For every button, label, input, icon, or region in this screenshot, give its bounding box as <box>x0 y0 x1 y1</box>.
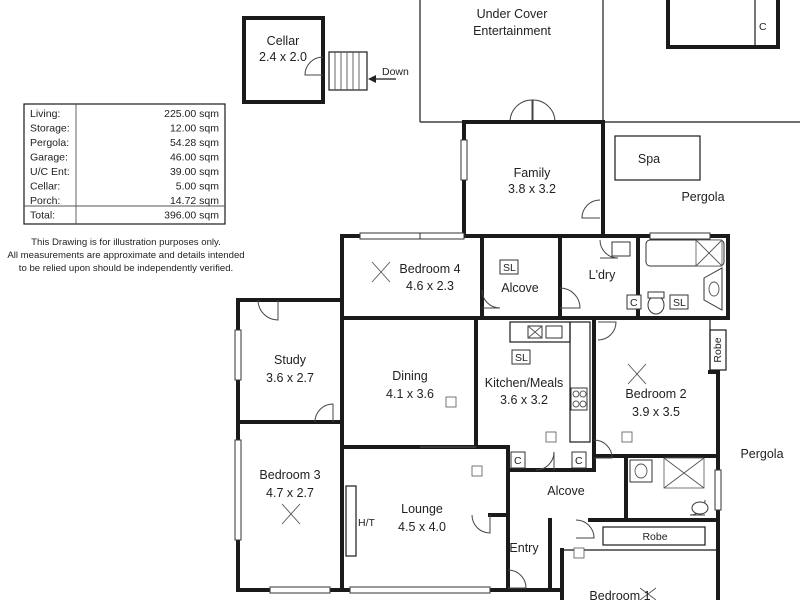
c-label-alcove-1: C <box>514 455 522 467</box>
area-label: U/C Ent: <box>30 166 70 178</box>
vanity <box>703 267 723 311</box>
sl-label-alcove: SL <box>503 262 516 274</box>
down-arrow-head <box>368 75 376 83</box>
under-cover-entertainment: Under Cover Entertainment <box>419 0 604 123</box>
vents <box>445 396 633 559</box>
kitchen-size: 3.6 x 3.2 <box>500 393 548 407</box>
area-value: 39.00 sqm <box>170 166 219 178</box>
bedroom2-size: 3.9 x 3.5 <box>632 405 680 419</box>
kitchen-name: Kitchen/Meals <box>485 376 564 390</box>
lounge-name: Lounge <box>401 502 443 516</box>
dining-size: 4.1 x 3.6 <box>386 387 434 401</box>
garage-corner: C <box>666 0 780 49</box>
area-label: Living: <box>30 108 60 120</box>
area-table-border <box>23 103 226 225</box>
ceiling-fans <box>281 261 657 600</box>
switch-labels: SL SL SL C C C <box>499 259 689 469</box>
heater-label: H/T <box>358 517 376 529</box>
ucent-label-2: Entertainment <box>473 24 551 38</box>
study-name: Study <box>274 353 307 367</box>
garage-cupboard-label: C <box>759 21 767 33</box>
french-door-left <box>509 99 533 123</box>
laundry-label: L'dry <box>589 268 616 282</box>
area-value: 54.28 sqm <box>170 137 219 149</box>
trough <box>611 241 631 257</box>
toilet-2 <box>629 459 653 483</box>
study-size: 3.6 x 2.7 <box>266 371 314 385</box>
robe-b1-label: Robe <box>642 531 667 543</box>
c-label-laundry: C <box>630 297 638 309</box>
cellar-name: Cellar <box>267 34 300 48</box>
doors <box>257 199 706 589</box>
bedroom3-name: Bedroom 3 <box>259 468 320 482</box>
disclaimer-line-2: All measurements are approximate and det… <box>7 250 244 261</box>
bedroom1-label: Bedroom 1 <box>589 589 650 600</box>
alcove-top-label: Alcove <box>501 281 539 295</box>
robe-b1-box <box>602 526 706 546</box>
disclaimer: This Drawing is for illustration purpose… <box>7 237 244 274</box>
robe-side-box <box>709 329 727 371</box>
area-value: 396.00 sqm <box>164 210 219 222</box>
lounge-size: 4.5 x 4.0 <box>398 520 446 534</box>
cellar-stairs <box>328 51 368 91</box>
area-value: 5.00 sqm <box>176 181 219 193</box>
down-label: Down <box>382 66 409 78</box>
bathroom-fixtures <box>602 239 727 546</box>
pergola-top-label: Pergola <box>681 190 724 204</box>
bedroom2-name: Bedroom 2 <box>625 387 686 401</box>
disclaimer-line-3: to be relied upon should be independentl… <box>19 263 233 274</box>
spa <box>614 135 701 181</box>
basin <box>691 501 709 515</box>
entry-label: Entry <box>509 541 539 555</box>
sl-label-laundry: SL <box>673 297 686 309</box>
robe-side-label: Robe <box>712 337 724 362</box>
area-label: Pergola: <box>30 137 69 149</box>
dining-name: Dining <box>392 369 427 383</box>
ucent-label-1: Under Cover <box>477 7 548 21</box>
area-label: Porch: <box>30 195 60 207</box>
c-label-alcove-2: C <box>575 455 583 467</box>
disclaimer-line-1: This Drawing is for illustration purpose… <box>31 237 221 248</box>
house-walls <box>236 120 730 600</box>
cellar: Cellar 2.4 x 2.0 Down <box>242 16 409 104</box>
area-label: Storage: <box>30 123 70 135</box>
area-value: 14.72 sqm <box>170 195 219 207</box>
bedroom4-name: Bedroom 4 <box>399 262 460 276</box>
area-label: Garage: <box>30 152 68 164</box>
french-door-right <box>532 99 556 123</box>
area-value: 225.00 sqm <box>164 108 219 120</box>
sl-label-kitchen: SL <box>515 352 528 364</box>
area-value: 12.00 sqm <box>170 123 219 135</box>
pergola-right-label: Pergola <box>740 447 783 461</box>
alcove-mid-label: Alcove <box>547 484 585 498</box>
toilet <box>647 295 665 315</box>
area-label: Total: <box>30 210 55 222</box>
fireplace <box>345 485 357 557</box>
spa-label: Spa <box>638 152 660 166</box>
room-labels: Family 3.8 x 3.2 Bedroom 4 4.6 x 2.3 Alc… <box>259 166 724 600</box>
family-name: Family <box>514 166 552 180</box>
family-size: 3.8 x 3.2 <box>508 182 556 196</box>
bedroom3-size: 4.7 x 2.7 <box>266 486 314 500</box>
bench-side <box>569 321 591 443</box>
kitchen-fixtures <box>509 321 591 443</box>
cellar-walls <box>242 16 325 104</box>
cellar-size: 2.4 x 2.0 <box>259 50 307 64</box>
cellar-door <box>304 56 324 76</box>
windows <box>234 139 722 594</box>
bedroom4-size: 4.6 x 2.3 <box>406 279 454 293</box>
area-label: Cellar: <box>30 181 60 193</box>
cooktop <box>570 387 588 411</box>
area-value: 46.00 sqm <box>170 152 219 164</box>
stair-treads <box>334 52 360 90</box>
